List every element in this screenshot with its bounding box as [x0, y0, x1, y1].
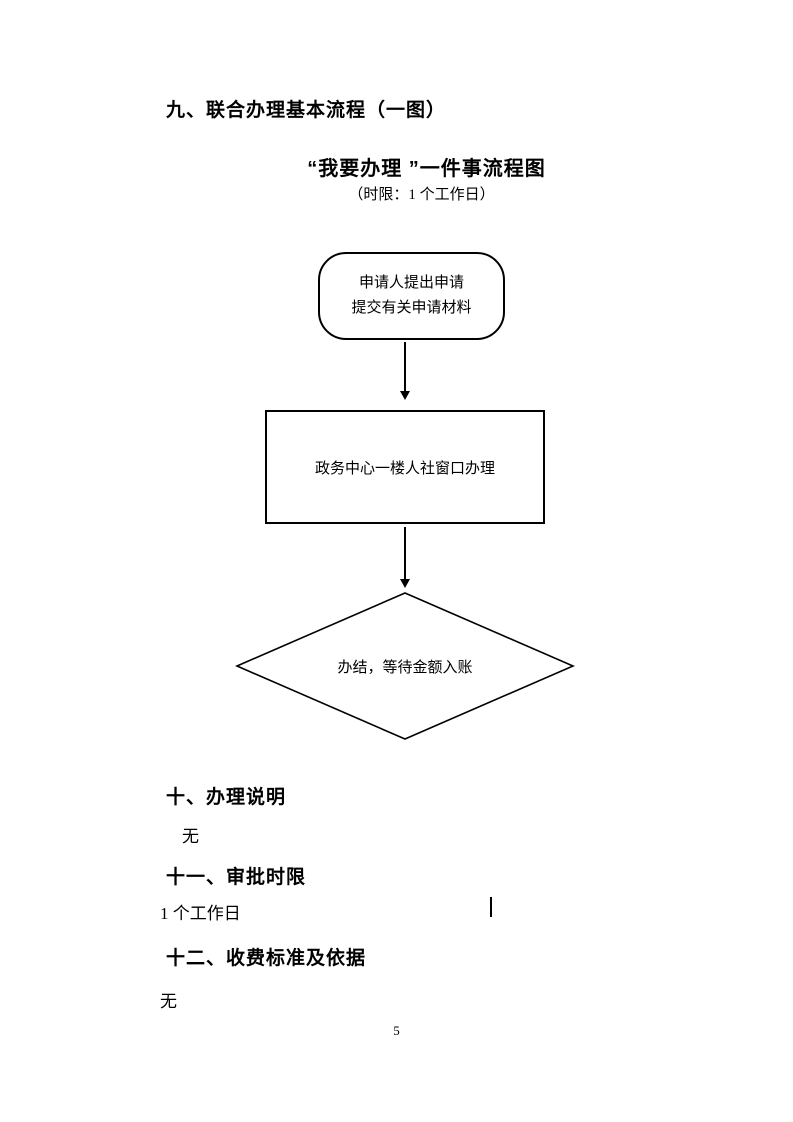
flowchart-title: “我要办理 ”一件事流程图: [307, 158, 546, 180]
start-node-line2: 提交有关申请材料: [351, 300, 472, 316]
arrow-head-icon: [400, 579, 410, 588]
process-node-label: 政务中心一楼人社窗口办理: [314, 460, 495, 477]
start-node-line1: 申请人提出申请: [358, 274, 464, 291]
arrow-shaft: [404, 342, 406, 391]
section-eleven-body: 1 个工作日: [160, 904, 241, 923]
flowchart-decision-node: 办结，等待金额入账: [235, 592, 575, 740]
text-cursor: [490, 897, 492, 917]
section-ten-heading: 十、办理说明: [166, 787, 287, 808]
flowchart-subtitle: （时限：1 个工作日）: [348, 187, 495, 203]
decision-node-label: 办结，等待金额入账: [337, 659, 473, 676]
arrow-shaft: [404, 527, 406, 579]
flow-arrow-down-1: [399, 342, 411, 400]
section-nine-heading: 九、联合办理基本流程（一图）: [166, 100, 447, 121]
section-twelve-body: 无: [160, 992, 177, 1011]
arrow-head-icon: [400, 391, 410, 400]
decision-diamond-shape: [235, 592, 575, 740]
section-eleven-heading: 十一、审批时限: [166, 867, 307, 888]
flowchart-start-node: 申请人提出申请 提交有关申请材料: [318, 252, 505, 340]
section-twelve-heading: 十二、收费标准及依据: [166, 948, 367, 969]
flow-arrow-down-2: [399, 527, 411, 588]
section-ten-body: 无: [182, 827, 199, 846]
flowchart-process-node: 政务中心一楼人社窗口办理: [265, 410, 545, 524]
page-number: 5: [393, 1023, 400, 1038]
